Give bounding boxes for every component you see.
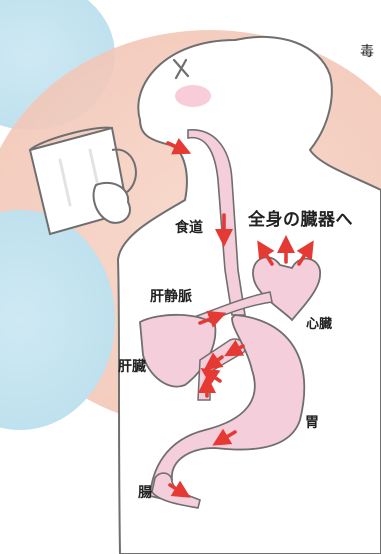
label-stomach: 胃 [305, 415, 319, 431]
person-body [116, 35, 381, 554]
label-all-organs: 全身の臓器へ [248, 210, 353, 230]
heart [252, 256, 321, 322]
label-hepatic-vein: 肝静脈 [150, 289, 192, 305]
cheek [175, 85, 211, 107]
arrow-stomach [212, 428, 237, 446]
label-heart: 心臓 [306, 317, 333, 332]
esophagus [187, 129, 246, 316]
label-intestine: 腸 [138, 485, 152, 501]
arrow-portal-1 [224, 339, 245, 357]
arrow-mouth [166, 138, 192, 155]
corner-text: 毒 [360, 44, 374, 60]
arrow-vein [198, 310, 227, 328]
arrow-portal-2 [203, 352, 224, 371]
label-esophagus: 食道 [175, 220, 203, 236]
arrow-portal-3 [200, 368, 222, 386]
arrow-up-left [257, 240, 275, 266]
eye-mark [172, 58, 190, 80]
label-liver: 肝臓 [118, 359, 146, 375]
bg-blue-blob-bottom [0, 210, 115, 430]
arrow-up-right [296, 240, 314, 266]
mug [28, 126, 137, 236]
arrow-intestine [168, 480, 191, 498]
